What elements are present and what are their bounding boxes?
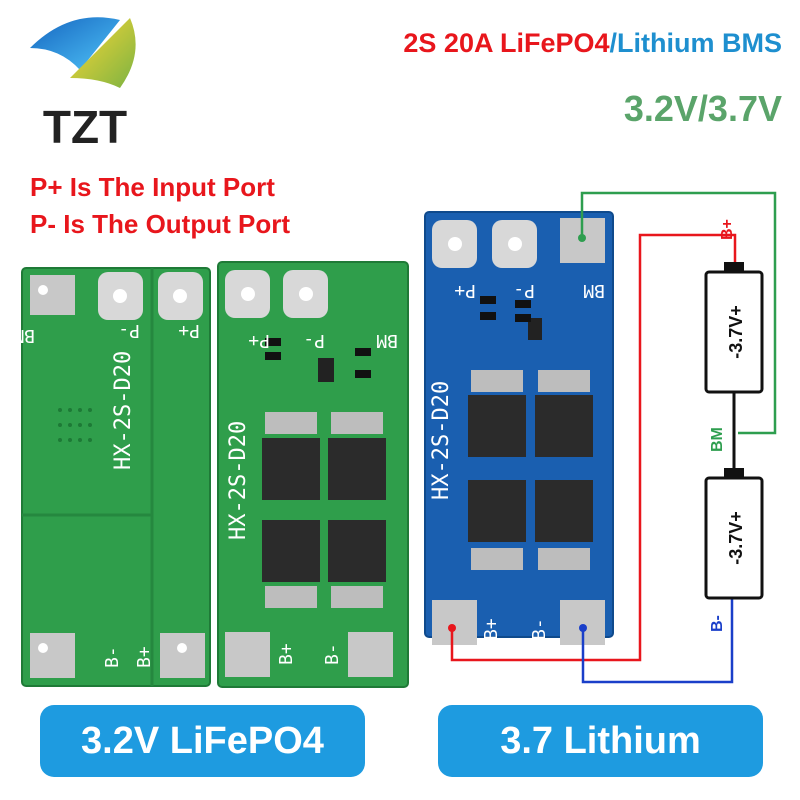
- back-label-bminus: B-: [102, 646, 123, 668]
- board-front-green: HX-2S-D20 P+ P- BM B+ B-: [217, 261, 409, 688]
- lifepo4-badge: 3.2V LiFePO4: [40, 705, 365, 777]
- blue-label-pplus: P+: [454, 280, 476, 301]
- green-label-pminus: P-: [303, 330, 325, 351]
- wiring: [450, 191, 777, 684]
- green-label-bplus: B+: [276, 643, 297, 665]
- green-label-bm: BM: [376, 330, 398, 351]
- board-front-blue: HX-2S-D20 P+ P- BM B+ B-: [424, 211, 614, 645]
- back-label-bplus: B+: [134, 646, 155, 668]
- title-red-part: 2S 20A LiFePO4: [403, 28, 610, 58]
- title-blue-part: Lithium BMS: [617, 28, 782, 58]
- blue-label-bm: BM: [583, 280, 605, 301]
- back-label-pminus: P-: [118, 320, 140, 341]
- logo-text: TZT: [43, 101, 127, 153]
- blue-model-text: HX-2S-D20: [429, 381, 454, 500]
- product-title: 2S 20A LiFePO4/Lithium BMS: [403, 28, 782, 59]
- battery-top-label: -3.7V+: [726, 305, 746, 359]
- battery-top: -3.7V+: [704, 262, 764, 394]
- label-bplus: B+: [719, 219, 736, 240]
- battery-bottom: -3.7V+: [704, 468, 764, 600]
- label-bminus: B-: [709, 615, 726, 632]
- blue-label-bplus: B+: [481, 618, 502, 640]
- blue-label-pminus: P-: [513, 280, 535, 301]
- green-label-pplus: P+: [248, 330, 270, 351]
- title-separator: /: [609, 28, 618, 58]
- label-bm: BM: [709, 427, 726, 452]
- lithium-badge: 3.7 Lithium: [438, 705, 763, 777]
- blue-label-bminus: B-: [529, 618, 550, 640]
- green-model-text: HX-2S-D20: [226, 421, 251, 540]
- tzt-logo: TZT: [30, 17, 136, 153]
- board-back: HX-2S-D20 BM P- P+ B- B+: [13, 267, 211, 687]
- green-label-bminus: B-: [322, 643, 343, 665]
- input-port-note: P+ Is The Input Port: [30, 172, 275, 202]
- back-model-text: HX-2S-D20: [111, 351, 136, 470]
- output-port-note: P- Is The Output Port: [30, 209, 290, 239]
- back-label-bm: BM: [13, 325, 35, 346]
- back-label-pplus: P+: [178, 320, 200, 341]
- voltage-title: 3.2V/3.7V: [623, 88, 782, 129]
- battery-bottom-label: -3.7V+: [726, 511, 746, 565]
